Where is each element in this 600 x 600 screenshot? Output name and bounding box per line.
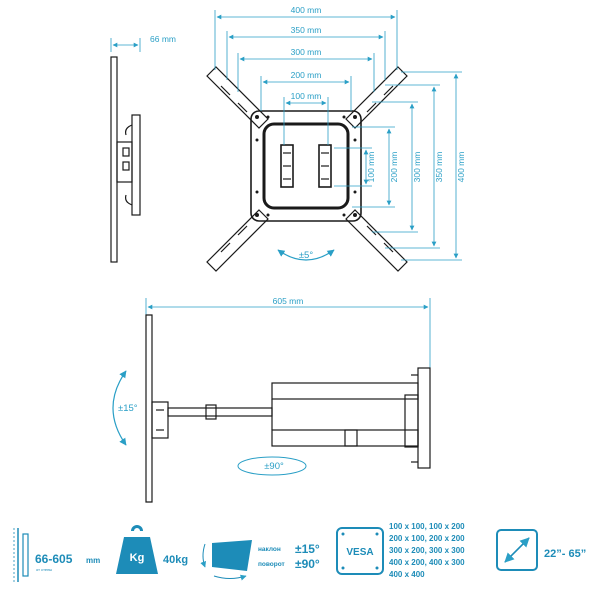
swivel-spec-label: поворот: [258, 561, 285, 568]
left-bracket: [280, 144, 294, 188]
vesa-line-3: 300 x 200, 300 x 300: [389, 546, 465, 555]
height-200-label: 200 mm: [389, 152, 399, 183]
extended-arm: [145, 314, 431, 503]
width-350-label: 350 mm: [291, 25, 322, 35]
right-bracket: [318, 144, 332, 188]
tilt-spec-value: ±15°: [295, 542, 320, 556]
level-angle-label: ±5°: [299, 250, 313, 261]
spec-depth-range: 66-605: [35, 552, 73, 566]
height-dimensions: [334, 71, 462, 261]
center-frame: [262, 122, 350, 210]
arm-top-right: [345, 66, 408, 129]
spec-screen-size: 22”- 65”: [496, 529, 586, 571]
upper-arm: [271, 382, 419, 400]
level-rotation-icon: [277, 249, 335, 261]
tv-plate-side: [145, 314, 153, 503]
vesa-icon: [336, 527, 384, 575]
width-400-label: 400 mm: [291, 5, 322, 15]
spec-depth-note: от стены: [36, 567, 52, 572]
spec-depth-unit: mm: [86, 556, 100, 565]
width-200-label: 200 mm: [291, 70, 322, 80]
spec-motion: наклон ±15° поворот ±90°: [200, 540, 320, 581]
width-dimensions: [214, 10, 398, 145]
swivel-arrow: [237, 456, 307, 476]
wall-plate-profile: [131, 114, 141, 216]
depth-dimension: 66 mm: [110, 34, 176, 52]
screen-size-icon: [496, 529, 538, 571]
arm-bottom-right: [345, 209, 408, 272]
front-view: [206, 66, 408, 272]
spec-vesa: VESA 100 x 100, 100 x 200 200 x 100, 200…: [336, 522, 465, 579]
tilt-arrow: [112, 370, 127, 446]
center-plate: [250, 110, 362, 222]
wall-plate-side: [417, 367, 431, 469]
vesa-line-5: 400 x 400: [389, 570, 425, 579]
width-300-label: 300 mm: [291, 47, 322, 57]
front-arm: [167, 407, 273, 417]
tv-plate-profile: [110, 56, 118, 263]
extension-label: 605 mm: [273, 296, 304, 306]
vesa-line-1: 100 x 100, 100 x 200: [389, 522, 465, 531]
plate-holes: [255, 115, 357, 217]
vesa-line-4: 400 x 200, 400 x 300: [389, 558, 465, 567]
extension-dimension: [145, 298, 431, 370]
height-300-label: 300 mm: [412, 152, 422, 183]
side-profile-collapsed: [110, 56, 141, 263]
spec-weight-value: 40kg: [163, 554, 188, 566]
motion-icon: [212, 540, 252, 571]
spec-depth: 66-605 mm от стены: [13, 528, 100, 582]
height-400-label: 400 mm: [456, 152, 466, 183]
swivel-angle-label: ±90°: [264, 461, 284, 472]
weight-icon-label: Kg: [130, 552, 145, 564]
weight-icon: [116, 525, 158, 574]
depth-icon: [22, 533, 29, 577]
arm-top-left: [206, 66, 269, 129]
vesa-line-2: 200 x 100, 200 x 200: [389, 534, 465, 543]
spec-screen-range: 22”- 65”: [544, 548, 586, 560]
height-350-label: 350 mm: [434, 152, 444, 183]
depth-label: 66 mm: [150, 34, 176, 44]
tilt-angle-label: ±15°: [118, 403, 138, 414]
height-100-label: 100 mm: [366, 152, 376, 183]
swivel-spec-value: ±90°: [295, 557, 320, 571]
width-100-label: 100 mm: [291, 91, 322, 101]
arm-bottom-left: [206, 209, 269, 272]
vesa-icon-label: VESA: [346, 547, 373, 558]
tilt-spec-label: наклон: [258, 546, 281, 553]
tilt-head: [151, 401, 169, 439]
spec-weight: Kg 40kg: [116, 525, 188, 574]
